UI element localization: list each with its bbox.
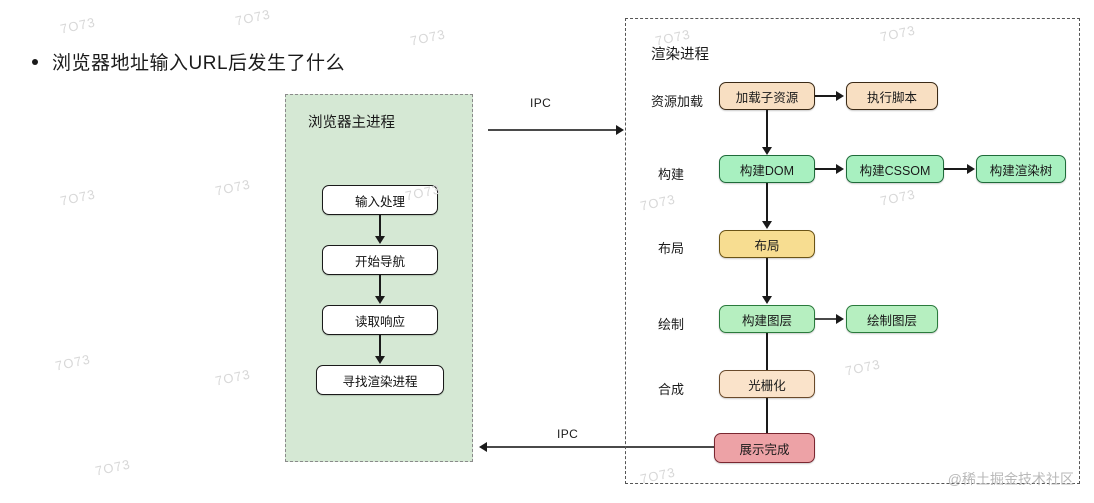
node-build-dom[interactable]: 构建DOM: [719, 155, 815, 183]
step-input-handling[interactable]: 输入处理: [322, 185, 438, 215]
arrowhead-nav-to-response: [375, 296, 385, 304]
node-layout[interactable]: 布局: [719, 230, 815, 258]
row-label-build: 构建: [658, 167, 685, 182]
row-label-layout: 布局: [658, 241, 685, 256]
connector-layout-to-layers: [766, 258, 768, 298]
browser-main-process-title: 浏览器主进程: [308, 115, 395, 131]
arrowhead-subresources-to-dom: [762, 147, 772, 155]
ipc-arrow-line-top: [488, 129, 617, 131]
site-watermark: @稀土掘金技术社区: [947, 471, 1074, 487]
arrowhead-build-to-paint-layers: [836, 314, 844, 324]
page-title: 浏览器地址输入URL后发生了什么: [52, 53, 346, 74]
connector-nav-to-response: [379, 275, 381, 297]
arrowhead-cssom-to-render-tree: [967, 164, 975, 174]
node-build-cssom[interactable]: 构建CSSOM: [846, 155, 944, 183]
step-start-navigation[interactable]: 开始导航: [322, 245, 438, 275]
arrowhead-response-to-find: [375, 356, 385, 364]
node-build-layers[interactable]: 构建图层: [719, 305, 815, 333]
watermark-tile: 7O73: [58, 14, 97, 37]
connector-subresources-to-dom: [766, 110, 768, 149]
watermark-tile: 7O73: [93, 456, 132, 479]
row-label-paint: 绘制: [658, 317, 685, 332]
arrowhead-dom-to-layout: [762, 221, 772, 229]
arrowhead-input-to-nav: [375, 236, 385, 244]
watermark-tile: 7O73: [213, 176, 252, 199]
render-process-panel: 渲染进程 资源加载 构建 布局 绘制 合成 加载子资源 执行脚本 构建DOM 构…: [625, 18, 1080, 484]
watermark-tile: 7O73: [408, 26, 447, 49]
node-load-subresources[interactable]: 加载子资源: [719, 82, 815, 110]
node-rasterize[interactable]: 光栅化: [719, 370, 815, 398]
arrowhead-subresources-to-script: [836, 91, 844, 101]
watermark-tile: 7O73: [53, 351, 92, 374]
connector-input-to-nav: [379, 215, 381, 237]
node-execute-script[interactable]: 执行脚本: [846, 82, 938, 110]
ipc-arrowhead-top: [616, 125, 624, 135]
connector-response-to-find: [379, 335, 381, 357]
arrowhead-layout-to-layers: [762, 296, 772, 304]
node-build-render-tree[interactable]: 构建渲染树: [976, 155, 1066, 183]
bullet-dot: [32, 58, 38, 65]
connector-cssom-to-render-tree: [944, 168, 968, 170]
watermark-tile: 7O73: [58, 186, 97, 209]
connector-layers-to-raster: [766, 333, 768, 374]
ipc-arrowhead-bottom: [479, 442, 487, 452]
node-display-complete[interactable]: 展示完成: [714, 433, 815, 463]
connector-raster-to-display: [766, 398, 768, 439]
row-label-composite: 合成: [658, 382, 685, 397]
watermark-tile: 7O73: [233, 6, 272, 29]
browser-main-process-panel: 浏览器主进程 输入处理 开始导航 读取响应 寻找渲染进程: [285, 94, 473, 462]
ipc-label-bottom: IPC: [557, 427, 579, 441]
arrowhead-dom-to-cssom: [836, 164, 844, 174]
ipc-arrow-line-bottom: [487, 446, 717, 448]
watermark-tile: 7O73: [213, 366, 252, 389]
ipc-label-top: IPC: [530, 96, 552, 110]
connector-subresources-to-script: [815, 95, 837, 97]
node-paint-layers[interactable]: 绘制图层: [846, 305, 938, 333]
row-label-resource-loading: 资源加载: [651, 94, 704, 109]
connector-build-to-paint-layers: [815, 318, 837, 320]
step-read-response[interactable]: 读取响应: [322, 305, 438, 335]
render-process-title: 渲染进程: [651, 47, 709, 63]
page-bullet-heading: 浏览器地址输入URL后发生了什么: [32, 48, 345, 75]
step-find-render-process[interactable]: 寻找渲染进程: [316, 365, 444, 395]
connector-dom-to-layout: [766, 183, 768, 223]
connector-dom-to-cssom: [815, 168, 837, 170]
